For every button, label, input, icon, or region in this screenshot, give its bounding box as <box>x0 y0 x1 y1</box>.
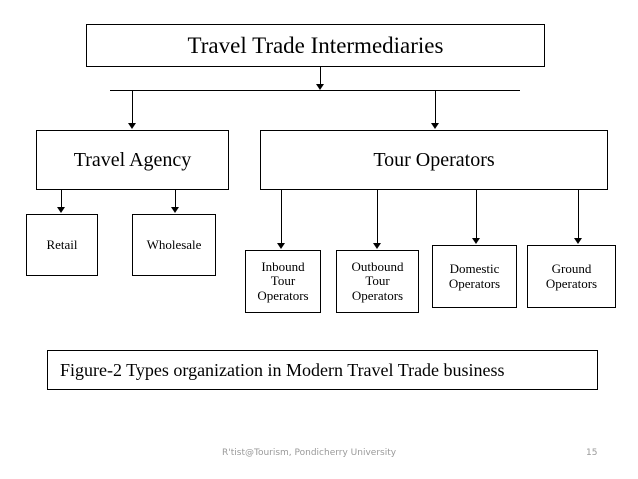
node-ground-operators: Ground Operators <box>527 245 616 308</box>
footer-attribution: R'tist@Tourism, Pondicherry University <box>222 448 397 458</box>
node-label: Travel Agency <box>73 148 192 171</box>
slide-footer: R'tist@Tourism, Pondicherry University 1… <box>0 448 638 466</box>
connector-tourops-to-outbound <box>377 190 378 244</box>
connector-agency-to-wholesale <box>175 190 176 208</box>
arrowhead-tourops-to-outbound <box>373 243 381 249</box>
connector-tourops-to-domestic <box>476 190 477 239</box>
node-label: Ground Operators <box>545 260 598 291</box>
arrowhead-tourops-to-inbound <box>277 243 285 249</box>
node-domestic-operators: Domestic Operators <box>432 245 517 308</box>
node-label: Tour Operators <box>373 148 495 171</box>
arrowhead-tourops-to-domestic <box>472 238 480 244</box>
connector-bus-to-agency <box>132 90 133 124</box>
node-inbound-tour-operators: Inbound Tour Operators <box>245 250 321 313</box>
footer-page-number: 15 <box>586 448 598 458</box>
arrowhead-bus-to-agency <box>128 123 136 129</box>
connector-tourops-to-ground <box>578 190 579 239</box>
connector-agency-to-retail <box>61 190 62 208</box>
figure-caption-text: Figure-2 Types organization in Modern Tr… <box>60 359 505 380</box>
node-label: Inbound Tour Operators <box>257 258 309 303</box>
node-label: Travel Trade Intermediaries <box>187 32 444 58</box>
node-tour-operators: Tour Operators <box>260 130 608 190</box>
connector-root-stem <box>320 67 321 86</box>
connector-level2-bus <box>110 90 520 91</box>
node-label: Wholesale <box>146 236 202 252</box>
node-label: Outbound Tour Operators <box>351 258 404 303</box>
arrowhead-agency-to-retail <box>57 207 65 213</box>
connector-tourops-to-inbound <box>281 190 282 244</box>
node-retail: Retail <box>26 214 98 276</box>
node-wholesale: Wholesale <box>132 214 216 276</box>
connector-bus-to-touroperators <box>435 90 436 124</box>
node-travel-trade-intermediaries: Travel Trade Intermediaries <box>86 24 545 67</box>
node-outbound-tour-operators: Outbound Tour Operators <box>336 250 419 313</box>
arrowhead-root-stem <box>316 84 324 90</box>
arrowhead-bus-to-touroperators <box>431 123 439 129</box>
arrowhead-tourops-to-ground <box>574 238 582 244</box>
node-label: Domestic Operators <box>448 260 501 291</box>
figure-caption-box: Figure-2 Types organization in Modern Tr… <box>47 350 598 390</box>
node-travel-agency: Travel Agency <box>36 130 229 190</box>
arrowhead-agency-to-wholesale <box>171 207 179 213</box>
node-label: Retail <box>46 236 78 252</box>
